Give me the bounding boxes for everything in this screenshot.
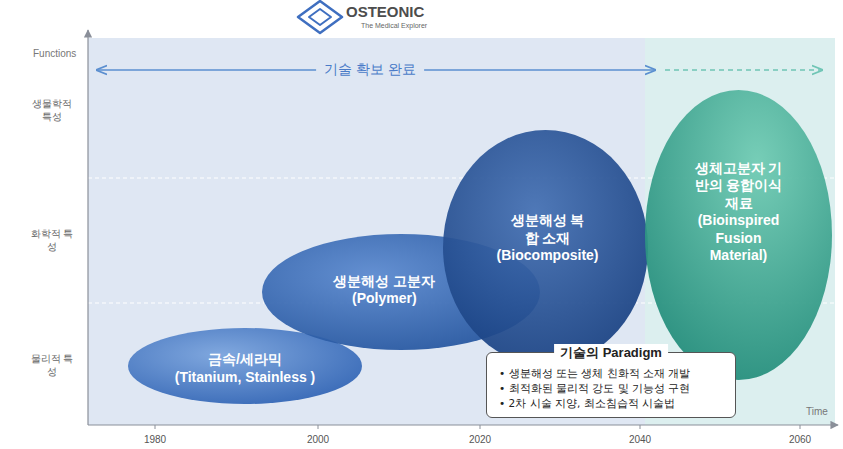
material-name: 생체고분자 기반의 융합이식 재료 bbox=[689, 159, 789, 212]
ellipse-text: 금속/세라믹(Titanium, Stainless ) bbox=[175, 351, 316, 386]
span-label: 기술 확보 완료 bbox=[316, 61, 424, 79]
material-english: (Bioinspired Fusion Material) bbox=[686, 212, 791, 265]
material-name: 금속/세라믹 bbox=[208, 351, 282, 369]
ellipse-fill bbox=[645, 90, 832, 380]
ellipse-text: 생분해성 복합 소재(Biocomposite) bbox=[497, 212, 599, 265]
axis-category: 화학적 특성 bbox=[29, 228, 75, 253]
logo-mark bbox=[298, 1, 342, 33]
tick bbox=[318, 425, 319, 429]
tick bbox=[155, 425, 156, 429]
box-body: • 생분해성 또는 생체 친화적 소재 개발• 최적화된 물리적 강도 및 기능… bbox=[499, 366, 690, 412]
logo-mark bbox=[309, 9, 331, 25]
axis-category: 물리적 특성 bbox=[29, 353, 75, 378]
material-name: 생분해성 고분자 bbox=[333, 272, 435, 290]
logo-text: OSTEONIC bbox=[346, 3, 424, 22]
ellipse-text: 생분해성 고분자(Polymer) bbox=[333, 272, 435, 307]
bullet-text: • 2차 시술 지양, 최소침습적 시술법 bbox=[499, 396, 690, 411]
tick-label: 2000 bbox=[307, 434, 329, 447]
logo-tagline: The Medical Explorer bbox=[361, 22, 427, 31]
axis-title: Functions bbox=[33, 48, 76, 61]
box-heading: 기술의 Paradigm bbox=[554, 344, 668, 362]
future-arrow bbox=[665, 69, 822, 71]
tick bbox=[800, 425, 801, 429]
tick-label: 2060 bbox=[789, 434, 811, 447]
tick bbox=[480, 425, 481, 429]
y-axis bbox=[87, 30, 88, 425]
material-english: (Titanium, Stainless ) bbox=[175, 368, 316, 386]
x-axis bbox=[88, 424, 838, 425]
bullet-text: • 생분해성 또는 생체 친화적 소재 개발 bbox=[499, 366, 690, 381]
tick-label: 2020 bbox=[469, 434, 491, 447]
tick bbox=[640, 425, 641, 429]
tick-label: 1980 bbox=[144, 434, 166, 447]
ellipse-fill bbox=[443, 130, 648, 365]
axis-category: 생물학적 특성 bbox=[29, 98, 75, 123]
ellipse-text: 생체고분자 기반의 융합이식 재료(Bioinspired Fusion Mat… bbox=[686, 159, 791, 264]
material-english: (Biocomposite) bbox=[497, 247, 599, 265]
material-ellipse: 생분해성 복합 소재(Biocomposite) bbox=[443, 130, 648, 365]
axis-title: Time bbox=[806, 406, 828, 419]
material-english: (Polymer) bbox=[352, 290, 417, 308]
material-name: 생분해성 복합 소재 bbox=[508, 212, 588, 247]
paradigm-box: 기술의 Paradigm• 생분해성 또는 생체 친화적 소재 개발• 최적화된… bbox=[486, 352, 736, 418]
bullet-text: • 최적화된 물리적 강도 및 기능성 구현 bbox=[499, 381, 690, 396]
tick-label: 2040 bbox=[629, 434, 651, 447]
material-ellipse: 생체고분자 기반의 융합이식 재료(Bioinspired Fusion Mat… bbox=[645, 90, 832, 380]
